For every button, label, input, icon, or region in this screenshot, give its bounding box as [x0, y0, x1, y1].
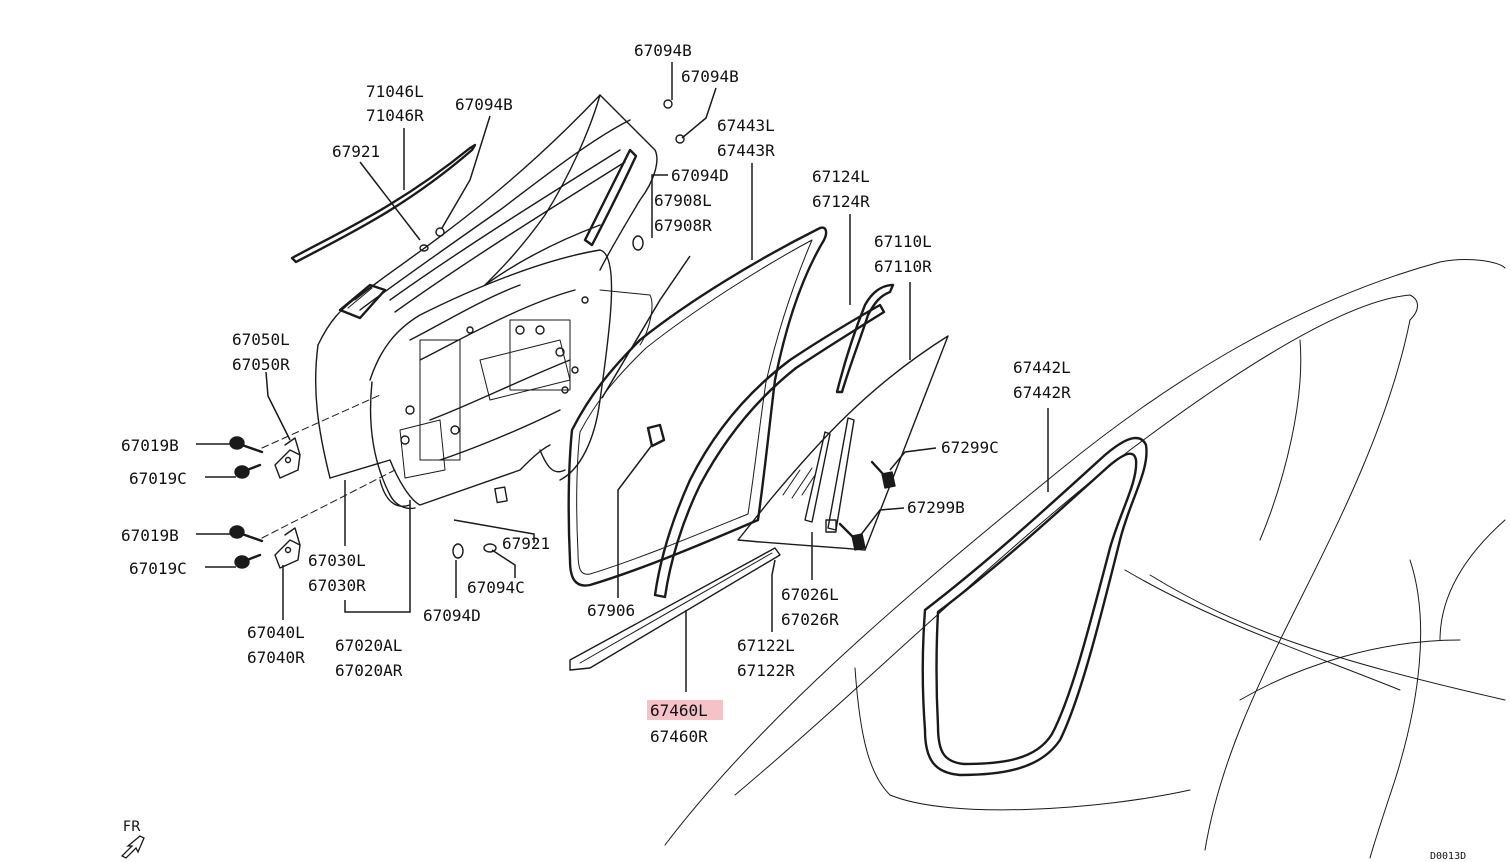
lower-molding — [569, 547, 781, 671]
label-67443R[interactable]: 67443R — [717, 141, 775, 160]
label-67050L[interactable]: 67050L — [232, 330, 290, 349]
part-number-labels: 67094B 67094B 67094B 71046L 71046R 67921… — [121, 41, 1071, 746]
front-direction-indicator: FR — [120, 819, 145, 859]
label-67908L[interactable]: 67908L — [654, 191, 712, 210]
label-67442L[interactable]: 67442L — [1013, 358, 1071, 377]
label-67094D-top[interactable]: 67094D — [671, 166, 729, 185]
leader-lines — [196, 62, 1049, 692]
door-sash-seal — [653, 303, 886, 599]
label-67094B-left[interactable]: 67094B — [455, 95, 513, 114]
label-67094C[interactable]: 67094C — [467, 578, 525, 597]
label-67026L[interactable]: 67026L — [781, 585, 839, 604]
label-67299B[interactable]: 67299B — [907, 498, 965, 517]
label-67442R[interactable]: 67442R — [1013, 383, 1071, 402]
label-67906[interactable]: 67906 — [587, 601, 635, 620]
label-67094D-bottom[interactable]: 67094D — [423, 606, 481, 625]
label-67019B-upper[interactable]: 67019B — [121, 436, 179, 455]
label-67110L[interactable]: 67110L — [874, 232, 932, 251]
label-71046R[interactable]: 71046R — [366, 106, 424, 125]
label-67122L[interactable]: 67122L — [737, 636, 795, 655]
door-glass — [737, 335, 949, 551]
label-67030R[interactable]: 67030R — [308, 576, 366, 595]
label-67110R[interactable]: 67110R — [874, 257, 932, 276]
label-67019C-lower[interactable]: 67019C — [129, 559, 187, 578]
label-67908R[interactable]: 67908R — [654, 216, 712, 235]
label-67026R[interactable]: 67026R — [781, 610, 839, 629]
car-body-outline — [664, 259, 1506, 859]
diagram-code: D0013D — [1430, 851, 1466, 862]
hinge-axis-lines — [261, 394, 396, 539]
label-67019C-upper[interactable]: 67019C — [129, 469, 187, 488]
arrow-icon — [120, 835, 145, 859]
label-67050R[interactable]: 67050R — [232, 355, 290, 374]
label-71046L[interactable]: 71046L — [366, 82, 424, 101]
door-shell — [314, 94, 658, 510]
belt-molding — [290, 143, 477, 264]
label-67299C[interactable]: 67299C — [941, 438, 999, 457]
door-hinges — [274, 437, 301, 569]
pillar-strips — [804, 417, 855, 533]
glass-bolts — [838, 460, 896, 551]
label-67124L[interactable]: 67124L — [812, 167, 870, 186]
label-67019B-lower[interactable]: 67019B — [121, 526, 179, 545]
label-67921-bottom[interactable]: 67921 — [502, 534, 550, 553]
label-67460L[interactable]: 67460L — [650, 701, 708, 720]
label-67020AR[interactable]: 67020AR — [335, 661, 403, 680]
highlight-67460L — [647, 700, 723, 720]
label-67020AL[interactable]: 67020AL — [335, 636, 402, 655]
exploded-door-drawing — [229, 94, 1506, 859]
label-67921-top[interactable]: 67921 — [332, 142, 380, 161]
label-67094B-mid[interactable]: 67094B — [681, 67, 739, 86]
label-67040R[interactable]: 67040R — [247, 648, 305, 667]
label-67094B-top[interactable]: 67094B — [634, 41, 692, 60]
label-67460R[interactable]: 67460R — [650, 727, 708, 746]
label-67443L[interactable]: 67443L — [717, 116, 775, 135]
fr-label: FR — [123, 819, 141, 835]
plugs-and-grommets — [419, 99, 685, 559]
label-67040L[interactable]: 67040L — [247, 623, 305, 642]
door-weatherstrip — [567, 226, 828, 587]
label-67030L[interactable]: 67030L — [308, 551, 366, 570]
hinge-bolts — [229, 436, 264, 569]
glass-run-channel — [835, 283, 895, 394]
body-weatherstrip — [921, 436, 1148, 777]
label-67122R[interactable]: 67122R — [737, 661, 795, 680]
label-67124R[interactable]: 67124R — [812, 192, 870, 211]
